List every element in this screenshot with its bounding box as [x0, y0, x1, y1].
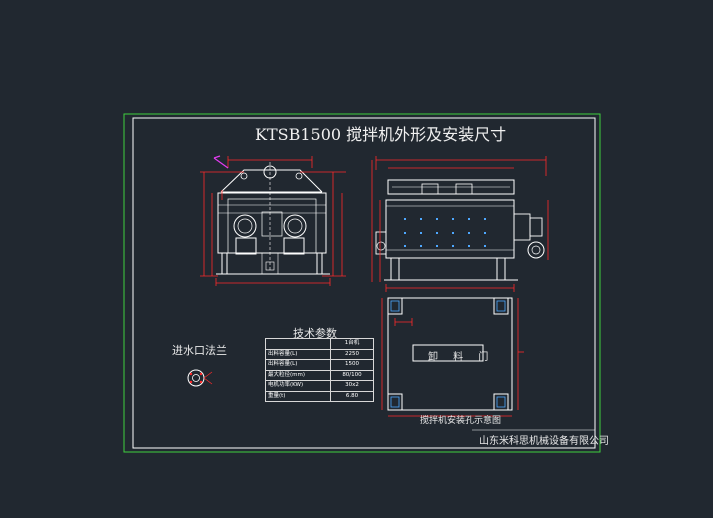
table-row: 电机功率(KW) 30x2: [265, 380, 374, 392]
table-cell: 重量(t): [265, 390, 331, 402]
inner-frame: [132, 117, 596, 449]
front-view-dimensions: [200, 156, 346, 286]
table-row: 出料容量(L) 1500: [265, 359, 374, 371]
company-name: 山东米科思机械设备有限公司: [479, 436, 609, 447]
table-cell: 2250: [330, 348, 374, 360]
tech-params-title: 技术参数: [293, 327, 337, 340]
table-cell: 6.80: [330, 390, 374, 402]
table-header-row: 1台机: [265, 338, 374, 350]
table-row: 重量(t) 6.80: [265, 390, 374, 402]
hole-diagram-caption: 搅拌机安装孔示意图: [420, 416, 502, 426]
table-cell: [265, 338, 331, 350]
table-cell: 最大粒径(mm): [265, 369, 331, 381]
table-cell: 1500: [330, 359, 374, 371]
table-cell: 出料容量(L): [265, 348, 331, 360]
water-inlet-label: 进水口法兰: [172, 344, 227, 357]
table-cell: 1台机: [330, 338, 374, 350]
water-inlet-flange: [187, 369, 213, 387]
annotation-leader: [213, 155, 229, 169]
drawing-title: KTSB1500 搅拌机外形及安装尺寸: [255, 125, 507, 144]
side-view-blade-markers: [404, 218, 486, 247]
hole-diagram-dimensions: [381, 298, 524, 417]
mounting-hole-diagram: [387, 297, 513, 411]
outer-frame: [123, 113, 601, 453]
table-cell: 80/100: [330, 369, 374, 381]
side-view-dimensions: [371, 156, 549, 292]
table-cell: 30x2: [330, 380, 374, 392]
discharge-door-label: 卸 料 门: [428, 352, 495, 363]
side-view: [375, 179, 545, 281]
table-row: 最大粒径(mm) 80/100: [265, 369, 374, 381]
table-row: 出料容量(L) 2250: [265, 348, 374, 360]
table-cell: 电机功率(KW): [265, 380, 331, 392]
table-cell: 出料容量(L): [265, 359, 331, 371]
front-view: [216, 162, 330, 275]
tech-params-table: 1台机 出料容量(L) 2250 出料容量(L) 1500 最大粒径(mm) 8…: [265, 338, 374, 402]
